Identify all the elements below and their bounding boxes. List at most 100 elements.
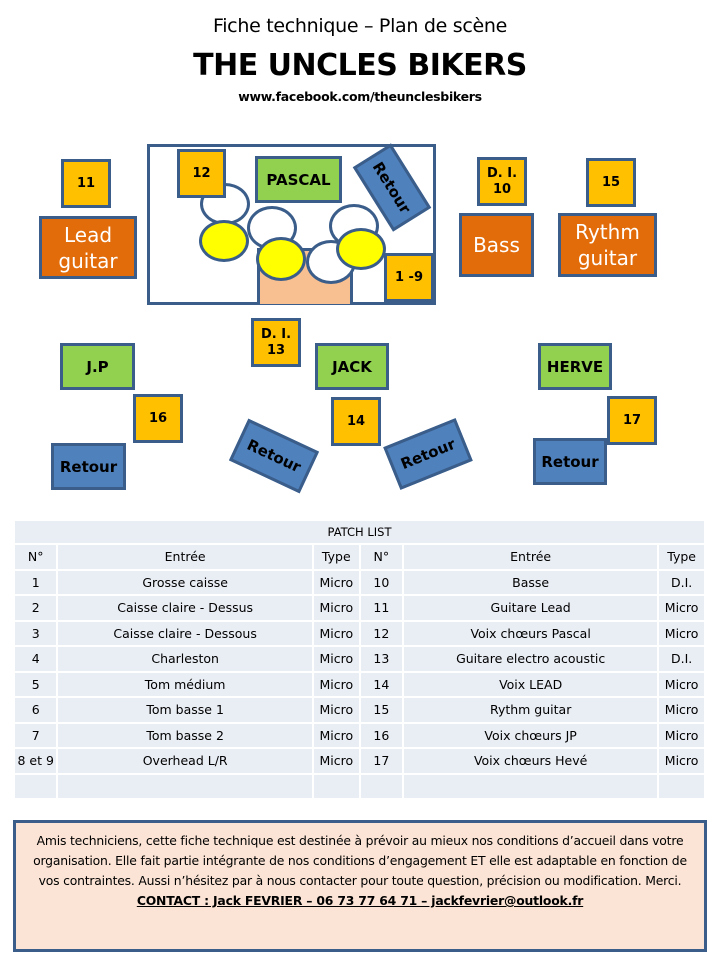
input-number: 16 — [358, 721, 405, 749]
input-number: 13 — [358, 645, 405, 673]
input-type: Micro — [311, 619, 361, 647]
input-type: Micro — [311, 721, 361, 749]
input-source: Caisse claire - Dessous — [56, 619, 314, 647]
input-type: Micro — [311, 645, 361, 673]
input-type: Micro — [311, 747, 361, 775]
input-type: Micro — [311, 696, 361, 724]
header-entree-right: Entrée — [402, 543, 660, 571]
input-number: 1 — [12, 568, 59, 596]
input-number: 15 — [358, 696, 405, 724]
amp-rythm-guitar: Rythm guitar — [558, 213, 657, 277]
patch-list-header-row: N° Entrée Type N° Entrée Type — [12, 543, 706, 571]
input-source: Guitare Lead — [402, 594, 660, 622]
patch-row-empty — [12, 772, 706, 800]
input-type: Micro — [657, 670, 706, 698]
input-source: Tom médium — [56, 670, 314, 698]
empty-cell — [657, 772, 706, 800]
cymbal-center — [256, 237, 306, 281]
input-type: D.I. — [657, 645, 706, 673]
empty-cell — [358, 772, 405, 800]
cymbal-left — [199, 220, 249, 262]
input-source: Caisse claire - Dessus — [56, 594, 314, 622]
header-type-right: Type — [657, 543, 706, 571]
input-source: Grosse caisse — [56, 568, 314, 596]
input-number: 5 — [12, 670, 59, 698]
input-number: 11 — [358, 594, 405, 622]
musician-herve: HERVE — [538, 343, 612, 390]
patch-list-title: PATCH LIST — [13, 519, 706, 545]
input-source: Overhead L/R — [56, 747, 314, 775]
input-source: Voix chœurs Hevé — [402, 747, 660, 775]
cymbal-right — [336, 228, 386, 270]
input-number: 14 — [358, 670, 405, 698]
input-number: 3 — [12, 619, 59, 647]
input-source: Tom basse 2 — [56, 721, 314, 749]
input-box-14: 14 — [331, 397, 381, 446]
input-number: 8 et 9 — [12, 747, 59, 775]
monitor-herve: Retour — [533, 438, 607, 485]
monitor-center-left: Retour — [228, 418, 320, 494]
empty-cell — [56, 772, 314, 800]
input-type: Micro — [657, 619, 706, 647]
input-source: Voix chœurs Pascal — [402, 619, 660, 647]
input-box-1-9: 1 -9 — [384, 253, 434, 302]
input-type: Micro — [311, 568, 361, 596]
input-source: Charleston — [56, 645, 314, 673]
input-number: 17 — [358, 747, 405, 775]
monitor-center-right: Retour — [383, 418, 473, 490]
musician-jack: JACK — [315, 343, 389, 390]
input-number: 12 — [358, 619, 405, 647]
input-box-17: 17 — [607, 396, 657, 445]
input-source: Guitare electro acoustic — [402, 645, 660, 673]
input-source: Rythm guitar — [402, 696, 660, 724]
header-no-right: N° — [358, 543, 405, 571]
website-link[interactable]: www.facebook.com/theunclesbikers — [238, 89, 482, 104]
amp-bass: Bass — [459, 213, 534, 277]
input-type: Micro — [657, 594, 706, 622]
input-source: Basse — [402, 568, 660, 596]
amp-lead-guitar: Lead guitar — [39, 216, 137, 279]
input-type: Micro — [657, 747, 706, 775]
band-name-title: THE UNCLES BIKERS — [193, 48, 527, 83]
header-no-left: N° — [12, 543, 59, 571]
header-type-left: Type — [311, 543, 361, 571]
musician-jp: J.P — [60, 343, 135, 390]
empty-cell — [402, 772, 660, 800]
input-source: Voix LEAD — [402, 670, 660, 698]
contact-line[interactable]: CONTACT : Jack FEVRIER – 06 73 77 64 71 … — [136, 893, 584, 908]
patch-list-table: PATCH LIST N° Entrée Type N° Entrée Type… — [12, 519, 706, 800]
input-box-12: 12 — [177, 149, 226, 198]
document-subtitle: Fiche technique – Plan de scène — [212, 15, 508, 37]
input-box-di-10: D. I. 10 — [477, 157, 527, 206]
input-number: 10 — [358, 568, 405, 596]
header-entree-left: Entrée — [56, 543, 314, 571]
input-number: 7 — [12, 721, 59, 749]
monitor-jp: Retour — [51, 443, 126, 490]
technician-note: Amis techniciens, cette fiche technique … — [13, 820, 707, 952]
note-text: Amis techniciens, cette fiche technique … — [33, 833, 687, 888]
input-box-11: 11 — [61, 159, 111, 208]
input-type: Micro — [311, 594, 361, 622]
input-source: Tom basse 1 — [56, 696, 314, 724]
input-number: 6 — [12, 696, 59, 724]
input-number: 4 — [12, 645, 59, 673]
input-number: 2 — [12, 594, 59, 622]
input-type: D.I. — [657, 568, 706, 596]
musician-pascal: PASCAL — [255, 156, 342, 203]
empty-cell — [311, 772, 361, 800]
input-box-15: 15 — [586, 158, 636, 207]
input-source: Voix chœurs JP — [402, 721, 660, 749]
input-box-16: 16 — [133, 394, 183, 443]
input-type: Micro — [657, 721, 706, 749]
input-box-di-13: D. I. 13 — [251, 318, 301, 367]
input-type: Micro — [657, 696, 706, 724]
input-type: Micro — [311, 670, 361, 698]
